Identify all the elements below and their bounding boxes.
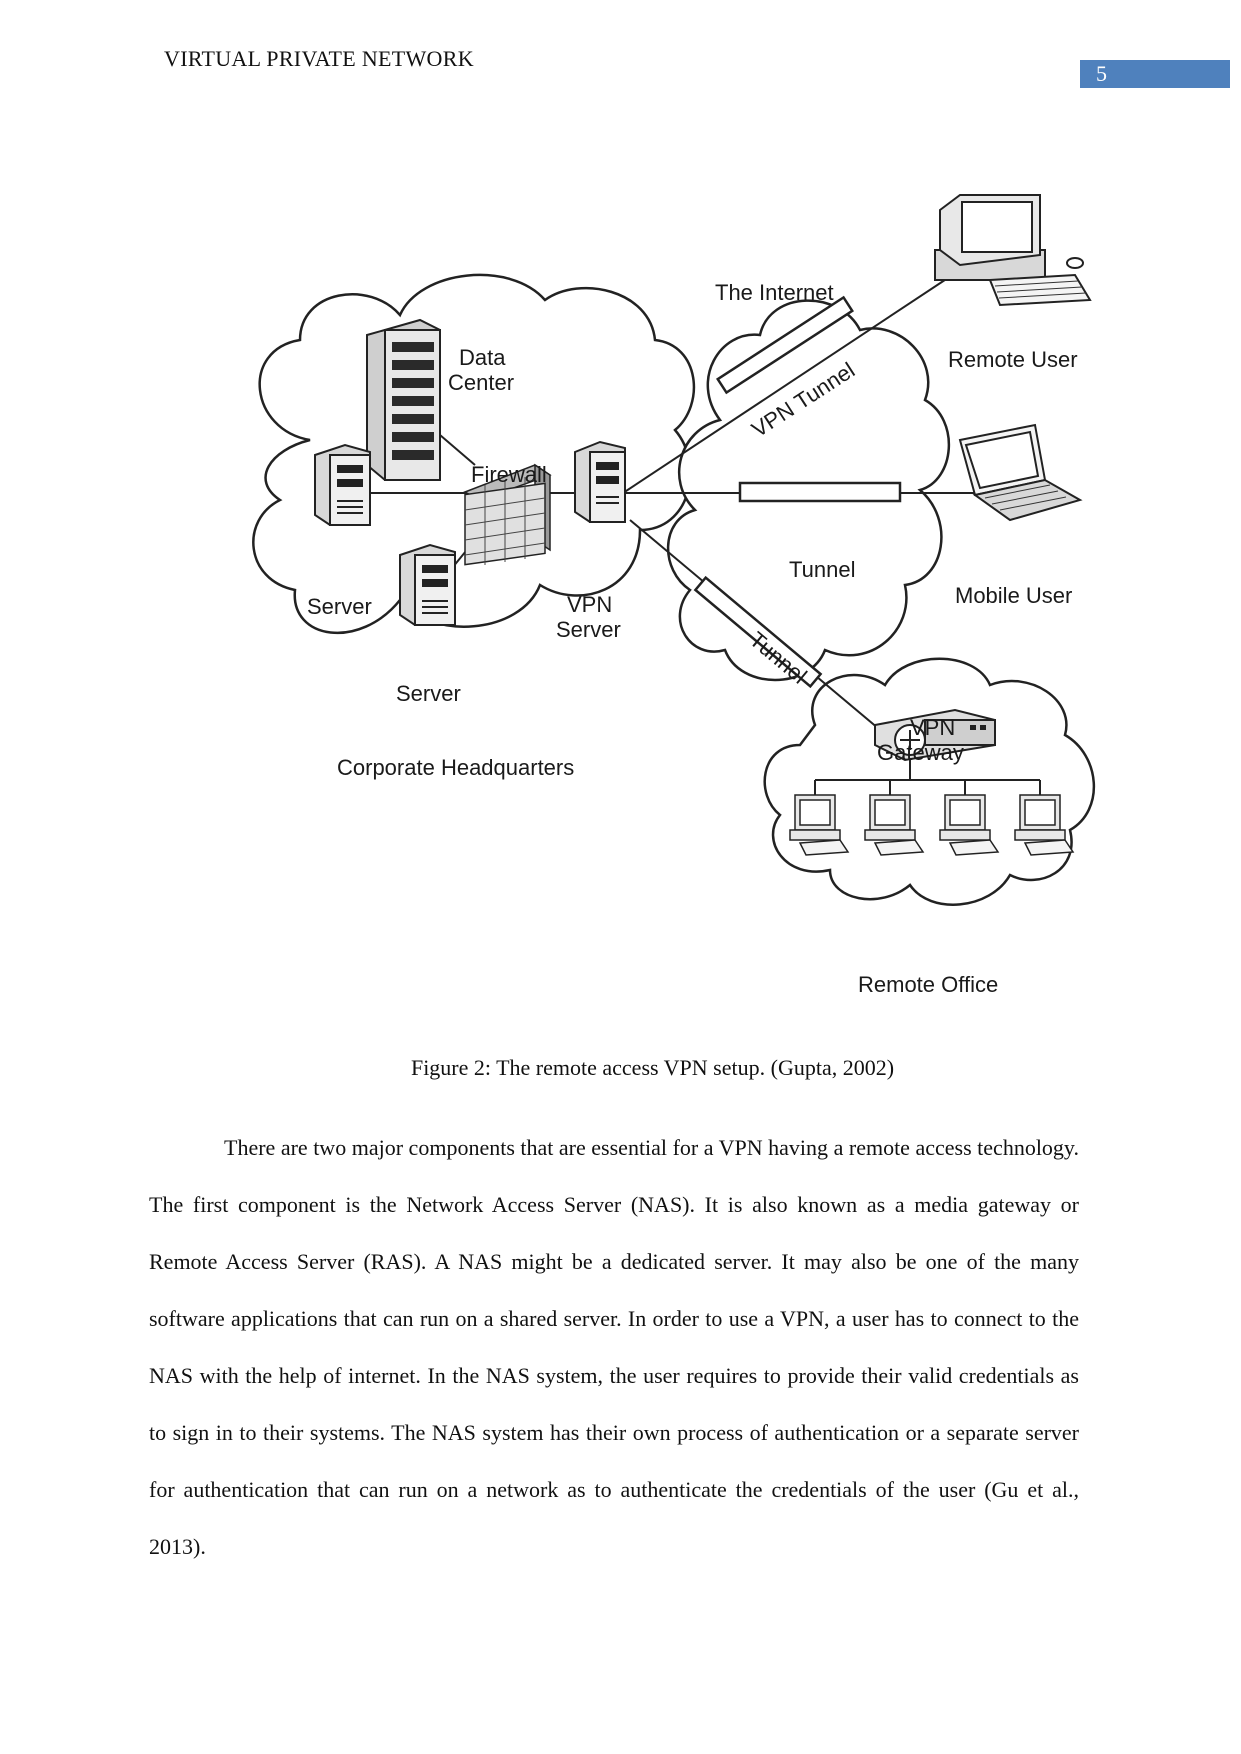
remote-office-cloud: [763, 657, 1095, 906]
workstation-3-icon: [939, 794, 1000, 856]
label-remote-user: Remote User: [948, 347, 1078, 372]
vpn-gateway-icon: [874, 708, 996, 762]
label-server-bottom: Server: [396, 681, 461, 706]
tunnel-rect-middle: [738, 481, 902, 503]
page-number: 5: [1080, 60, 1230, 88]
server-left-icon: [314, 443, 371, 526]
firewall-icon: [463, 463, 552, 566]
mobile-user-laptop-icon: [958, 423, 1083, 522]
label-vpn-gateway-line1: VPN: [910, 715, 955, 740]
label-data-center-line1: Data: [459, 345, 506, 370]
remote-office-workstations: [789, 794, 1075, 856]
label-vpn-server-line1: VPN: [567, 592, 612, 617]
label-remote-office: Remote Office: [858, 972, 998, 997]
label-corporate-headquarters: Corporate Headquarters: [337, 755, 574, 780]
data-center-rack-icon: [366, 318, 441, 481]
workstation-1-icon: [789, 794, 850, 856]
label-vpn-server-line2: Server: [556, 617, 621, 642]
workstation-2-icon: [864, 794, 925, 856]
workstation-4-icon: [1014, 794, 1075, 856]
label-tunnel-middle: Tunnel: [789, 557, 855, 582]
running-header-title: VIRTUAL PRIVATE NETWORK: [164, 46, 474, 71]
label-data-center-line2: Center: [448, 370, 514, 395]
tunnel-rect-lower: [693, 575, 823, 689]
vpn-diagram: The Internet Remote User Data Center Fir…: [252, 194, 1095, 997]
label-the-internet: The Internet: [715, 280, 834, 305]
vpn-diagram-figure: The Internet Remote User Data Center Fir…: [0, 180, 1241, 1030]
label-firewall: Firewall: [471, 462, 547, 487]
label-server-left: Server: [307, 594, 372, 619]
figure-caption: Figure 2: The remote access VPN setup. (…: [410, 1055, 895, 1080]
vpn-tunnel-rect-upper: [716, 295, 854, 395]
label-vpn-gateway-line2: Gateway: [877, 740, 964, 765]
vpn-server-icon: [574, 440, 626, 523]
server-bottom-icon: [399, 543, 456, 626]
remote-user-computer-icon: [934, 194, 1092, 307]
label-mobile-user: Mobile User: [955, 583, 1072, 608]
body-paragraph: There are two major components that are …: [149, 1135, 1079, 1559]
